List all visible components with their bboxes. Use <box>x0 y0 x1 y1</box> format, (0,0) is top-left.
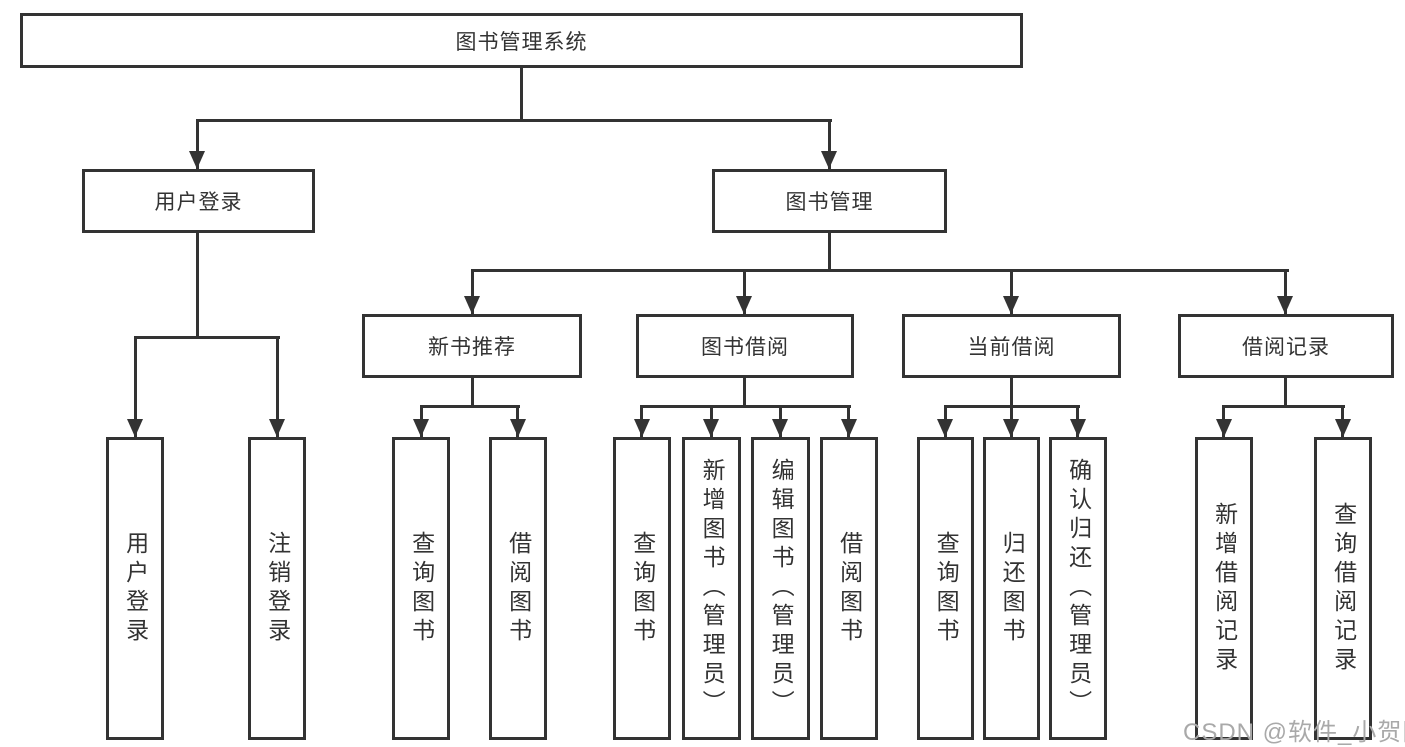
arrowhead-icon <box>1003 419 1019 437</box>
connector-line <box>828 233 831 272</box>
node-book-management: 图书管理 <box>712 169 947 233</box>
arrowhead-icon <box>464 296 480 314</box>
node-label: 用户登录 <box>122 530 149 647</box>
leaf-query-books-1: 查询图书 <box>392 437 450 740</box>
arrowhead-icon <box>736 296 752 314</box>
node-book-borrow: 图书借阅 <box>636 314 854 378</box>
node-label: 注销登录 <box>264 530 291 647</box>
connector-line <box>1223 405 1345 408</box>
connector-line <box>276 336 279 437</box>
leaf-borrow-books-2: 借阅图书 <box>820 437 878 740</box>
connector-line <box>1010 269 1013 314</box>
node-label: 查询借阅记录 <box>1330 501 1357 676</box>
connector-line <box>1284 378 1287 408</box>
node-new-book-recommend: 新书推荐 <box>362 314 582 378</box>
connector-line <box>134 336 137 437</box>
node-label: 新增图书（管理员） <box>699 458 726 719</box>
node-label: 用户登录 <box>154 191 243 214</box>
connector-line <box>471 269 474 314</box>
node-label: 新书推荐 <box>428 336 516 359</box>
arrowhead-icon <box>127 419 143 437</box>
node-label: 确认归还（管理员） <box>1065 458 1092 719</box>
arrowhead-icon <box>772 419 788 437</box>
leaf-query-books-3: 查询图书 <box>917 437 974 740</box>
leaf-logout: 注销登录 <box>248 437 306 740</box>
node-user-login: 用户登录 <box>82 169 315 233</box>
arrowhead-icon <box>189 151 205 169</box>
arrowhead-icon <box>821 151 837 169</box>
csdn-watermark: CSDN @软件_小贺同学 <box>1183 719 1405 746</box>
node-label: 查询图书 <box>933 530 960 647</box>
leaf-confirm-return-admin: 确认归还（管理员） <box>1049 437 1107 740</box>
node-label: 图书借阅 <box>701 336 789 359</box>
leaf-query-borrow-record: 查询借阅记录 <box>1314 437 1372 740</box>
connector-line <box>420 405 520 408</box>
connector-line <box>196 119 199 169</box>
node-label: 借阅记录 <box>1242 336 1330 359</box>
connector-line <box>1284 269 1287 314</box>
connector-line <box>828 119 831 169</box>
node-borrow-records: 借阅记录 <box>1178 314 1394 378</box>
node-label: 当前借阅 <box>967 336 1056 359</box>
node-label: 借阅图书 <box>505 530 532 647</box>
connector-line <box>134 336 280 339</box>
leaf-add-borrow-record: 新增借阅记录 <box>1195 437 1253 740</box>
connector-line <box>743 269 746 314</box>
node-label: 新增借阅记录 <box>1211 501 1238 676</box>
arrowhead-icon <box>413 419 429 437</box>
connector-line <box>471 269 1289 272</box>
connector-line <box>196 119 832 122</box>
leaf-borrow-books-1: 借阅图书 <box>489 437 547 740</box>
connector-line <box>520 68 523 121</box>
node-label: 查询图书 <box>629 530 656 647</box>
arrowhead-icon <box>1216 419 1232 437</box>
arrowhead-icon <box>841 419 857 437</box>
arrowhead-icon <box>1070 419 1086 437</box>
node-root: 图书管理系统 <box>20 13 1023 68</box>
node-label: 借阅图书 <box>836 530 863 647</box>
node-label: 归还图书 <box>999 530 1026 647</box>
node-current-borrow: 当前借阅 <box>902 314 1121 378</box>
node-label: 图书管理 <box>785 191 874 214</box>
arrowhead-icon <box>510 419 526 437</box>
arrowhead-icon <box>703 419 719 437</box>
arrowhead-icon <box>1335 419 1351 437</box>
node-label: 编辑图书（管理员） <box>768 458 795 719</box>
node-label: 查询图书 <box>408 530 435 647</box>
leaf-user-login: 用户登录 <box>106 437 164 740</box>
connector-line <box>743 378 746 408</box>
connector-line <box>641 405 851 408</box>
arrowhead-icon <box>1277 296 1293 314</box>
connector-line <box>471 378 474 408</box>
arrowhead-icon <box>269 419 285 437</box>
node-label: 图书管理系统 <box>455 30 588 54</box>
leaf-query-books-2: 查询图书 <box>613 437 671 740</box>
connector-line <box>196 233 199 339</box>
connector-line <box>1010 378 1013 408</box>
arrowhead-icon <box>937 419 953 437</box>
leaf-edit-books-admin: 编辑图书（管理员） <box>751 437 810 740</box>
arrowhead-icon <box>1003 296 1019 314</box>
leaf-add-books-admin: 新增图书（管理员） <box>682 437 741 740</box>
leaf-return-books: 归还图书 <box>983 437 1040 740</box>
arrowhead-icon <box>634 419 650 437</box>
